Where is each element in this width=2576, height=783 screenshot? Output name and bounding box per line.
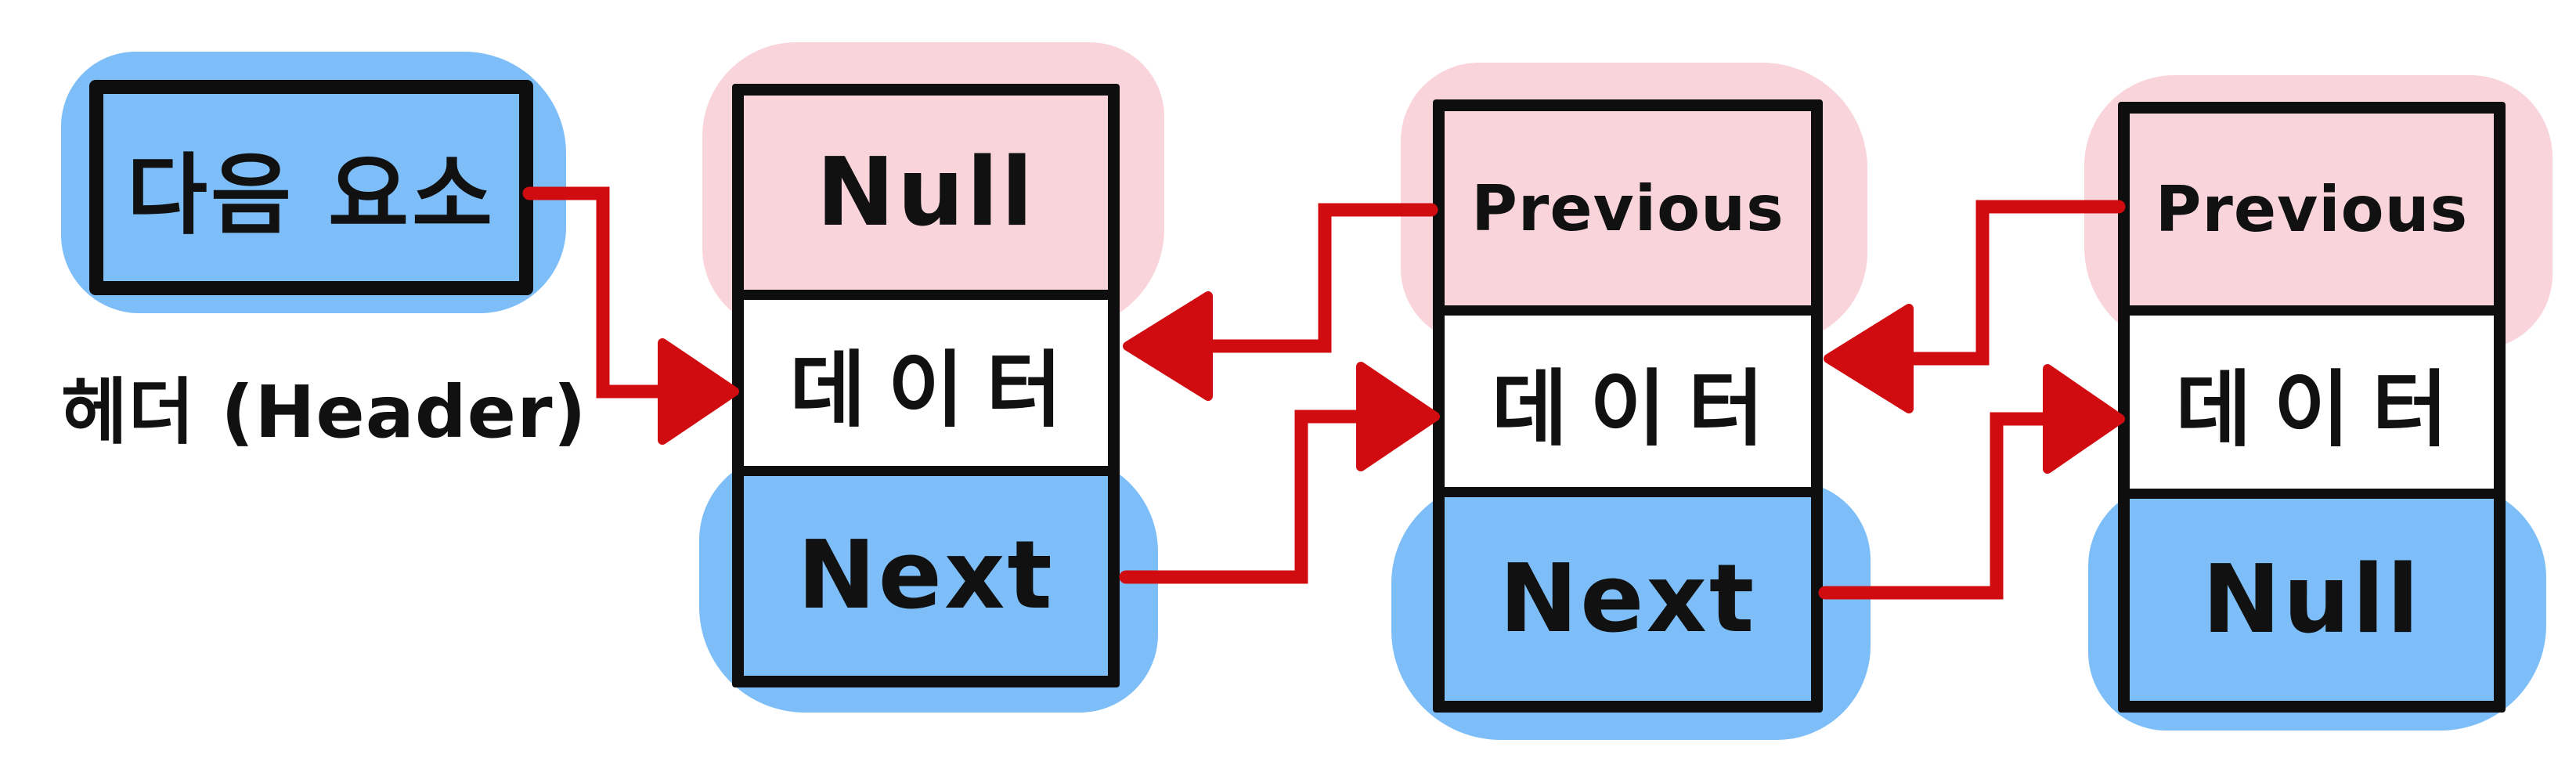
node-2-next-cell: Next bbox=[1445, 487, 1811, 701]
header-box: 다음 요소 bbox=[89, 80, 533, 295]
node-2-previous-cell: Previous bbox=[1445, 111, 1811, 305]
node-1-next-cell: Next bbox=[744, 466, 1108, 676]
arrow-node2-previous-to-node1-data bbox=[1123, 203, 1438, 401]
node-3-next-label: Null bbox=[2202, 545, 2422, 655]
header-caption: 헤더 (Header) bbox=[61, 370, 587, 454]
node-3-data-label: 데이터 bbox=[2175, 361, 2470, 458]
node-3-next-cell: Null bbox=[2130, 489, 2494, 701]
node-2-previous-label: Previous bbox=[1471, 171, 1784, 245]
arrow-node3-previous-to-node2-data bbox=[1824, 200, 2126, 413]
node-1-data-label: 데이터 bbox=[789, 342, 1084, 438]
node-2-next-label: Next bbox=[1499, 544, 1757, 654]
node-1-previous-cell: Null bbox=[744, 96, 1108, 290]
header-label: 다음 요소 bbox=[126, 144, 496, 247]
node-1-data-cell: 데이터 bbox=[744, 290, 1108, 466]
node-2-data-cell: 데이터 bbox=[1445, 305, 1811, 487]
node-3-data-cell: 데이터 bbox=[2130, 305, 2494, 489]
node-3-previous-cell: Previous bbox=[2130, 114, 2494, 305]
node-1-previous-label: Null bbox=[816, 138, 1036, 247]
list-node-2: Previous 데이터 Next bbox=[1433, 99, 1823, 713]
list-node-1: Null 데이터 Next bbox=[732, 84, 1120, 687]
arrow-node1-next-to-node2-data bbox=[1119, 362, 1440, 584]
list-node-3: Previous 데이터 Null bbox=[2118, 102, 2506, 713]
node-3-previous-label: Previous bbox=[2155, 173, 2469, 246]
node-1-next-label: Next bbox=[797, 521, 1055, 630]
node-2-data-label: 데이터 bbox=[1491, 360, 1787, 457]
